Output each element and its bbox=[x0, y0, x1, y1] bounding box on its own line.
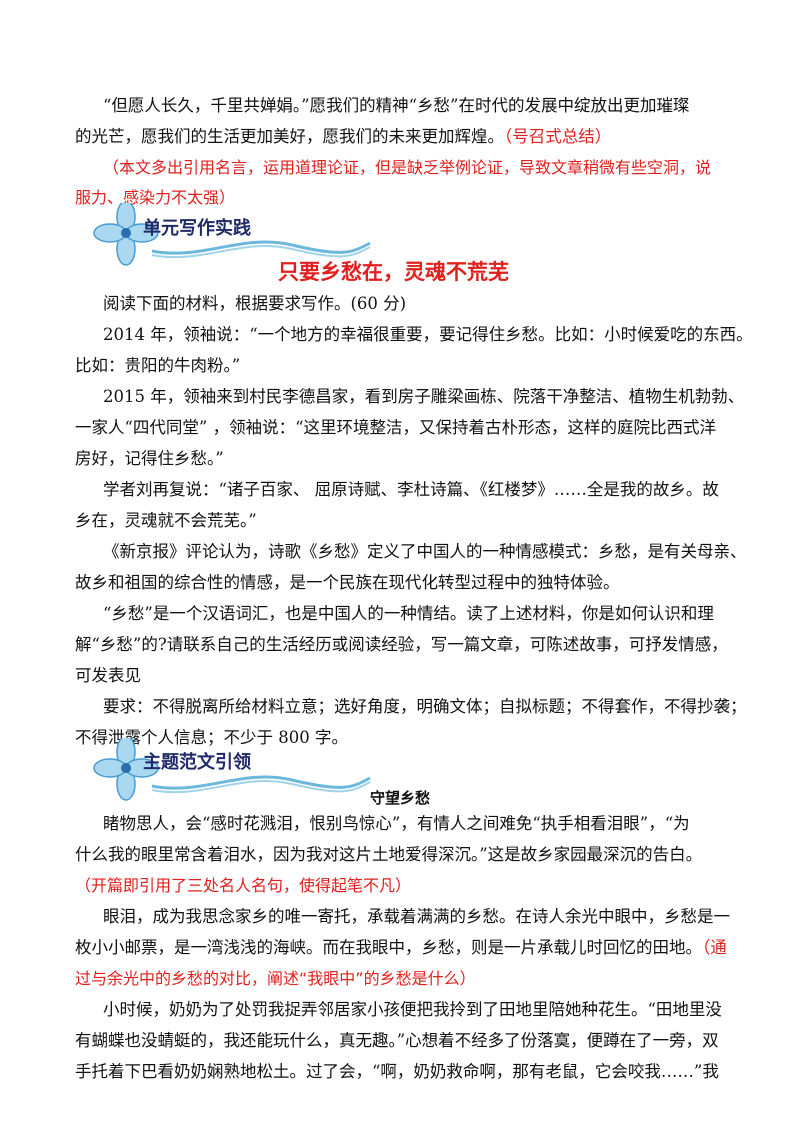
material-1-line-2: 比如：贵阳的牛肉粉。” bbox=[75, 356, 241, 375]
task-intro: 阅读下面的材料，根据要求写作。(60 分) bbox=[103, 294, 407, 313]
closing-line-2-text: 的光芒，愿我们的生活更加美好，愿我们的未来更加辉煌。 bbox=[75, 127, 504, 146]
material-2-line-1: 2015 年，领袖来到村民李德昌家，看到房子雕梁画栋、院落干净整洁、植物生机勃勃… bbox=[103, 387, 745, 406]
essay-para-2-line-2-text: 枚小小邮票，是一湾浅浅的海峡。而在我眼中，乡愁，则是一片承载儿时回忆的田地。 bbox=[75, 938, 702, 957]
section-heading-model-essay: 主题范文引领 bbox=[143, 752, 251, 773]
essay-para-3-line-3: 手托着下巴看奶奶娴熟地松土。过了会，“啊，奶奶救命啊，那有老鼠，它会咬我……”我 bbox=[75, 1062, 719, 1081]
material-4-line-1: 《新京报》评论认为，诗歌《乡愁》定义了中国人的一种情感模式：乡愁，是有关母亲、 bbox=[103, 542, 747, 561]
material-4-line-2: 故乡和祖国的综合性的情感，是一个民族在现代化转型过程中的独特体验。 bbox=[75, 573, 620, 592]
closing-line-1: “但愿人长久，千里共婵娟。”愿我们的精神“乡愁”在时代的发展中绽放出更加璀璨 bbox=[103, 96, 690, 115]
requirements-line-2: 不得泄露个人信息；不少于 800 字。 bbox=[75, 728, 348, 747]
question-line-1: “乡愁”是一个汉语词汇，也是中国人的一种情结。读了上述材料，你是如何认识和理 bbox=[103, 604, 714, 623]
essay-annotation-1: （开篇即引用了三处名人名句，使得起笔不凡） bbox=[75, 876, 412, 895]
material-3-line-2: 乡在，灵魂就不会荒芜。” bbox=[75, 511, 257, 530]
question-line-2: 解“乡愁”的?请联系自己的生活经历或阅读经验，写一篇文章，可陈述故事，可抒发情感… bbox=[75, 635, 728, 654]
essay-para-1-line-1: 睹物思人，会“感时花溅泪，恨别鸟惊心”，有情人之间难免“执手相看泪眼”，“为 bbox=[103, 814, 690, 833]
material-2-line-3: 房好，记得住乡愁。” bbox=[75, 449, 224, 468]
closing-annotation: （号召式总结） bbox=[504, 127, 612, 146]
material-2-line-2: 一家人“四代同堂” ，领袖说：“这里环境整洁，又保持着古朴形态，这样的庭院比西式… bbox=[75, 418, 717, 437]
flower-banner-icon bbox=[93, 203, 371, 266]
essay-annotation-2-start: （通 bbox=[702, 938, 727, 957]
essay-para-3-line-1: 小时候，奶奶为了处罚我捉弄邻居家小孩便把我拎到了田地里陪她种花生。“田地里没 bbox=[103, 1000, 722, 1019]
section-heading-writing-practice: 单元写作实践 bbox=[143, 218, 251, 239]
essay-para-2-line-2: 枚小小邮票，是一湾浅浅的海峡。而在我眼中，乡愁，则是一片承载儿时回忆的田地。（通 bbox=[75, 936, 727, 960]
essay-para-1-line-2: 什么我的眼里常含着泪水，因为我对这片土地爱得深沉。”这是故乡家园最深沉的告白。 bbox=[75, 845, 703, 864]
essay-title: 守望乡愁 bbox=[370, 789, 431, 807]
closing-line-2: 的光芒，愿我们的生活更加美好，愿我们的未来更加辉煌。（号召式总结） bbox=[75, 125, 611, 149]
essay-para-3-line-2: 有蝴蝶也没蜻蜓的，我还能玩什么，真无趣。”心想着不经多了份落寞，便蹲在了一旁，双 bbox=[75, 1031, 719, 1050]
essay-para-2-line-1: 眼泪，成为我思念家乡的唯一寄托，承载着满满的乡愁。在诗人余光中眼中，乡愁是一 bbox=[103, 907, 730, 926]
topic-subtitle: 只要乡愁在，灵魂不荒芜 bbox=[278, 260, 509, 284]
material-3-line-1: 学者刘再复说：“诸子百家、 屈原诗赋、李杜诗篇、《红楼梦》……全是我的故乡。故 bbox=[103, 480, 719, 499]
question-line-3: 可发表见 bbox=[75, 666, 141, 685]
flower-banner-icon-2 bbox=[93, 738, 371, 801]
requirements-line-1: 要求：不得脱离所给材料立意；选好角度，明确文体；自拟标题；不得套作，不得抄袭； bbox=[103, 697, 747, 716]
material-1-line-1: 2014 年，领袖说：“一个地方的幸福很重要，要记得住乡愁。比如：小时候爱吃的东… bbox=[103, 325, 753, 344]
review-comment-line-2: 服力、感染力不太强） bbox=[75, 188, 236, 207]
review-comment-line-1: （本文多出引用名言，运用道理论证，但是缺乏举例论证，导致文章稍微有些空洞，说 bbox=[103, 158, 712, 177]
essay-annotation-2: 过与余光中的乡愁的对比，阐述“我眼中”的乡愁是什么） bbox=[75, 969, 476, 988]
